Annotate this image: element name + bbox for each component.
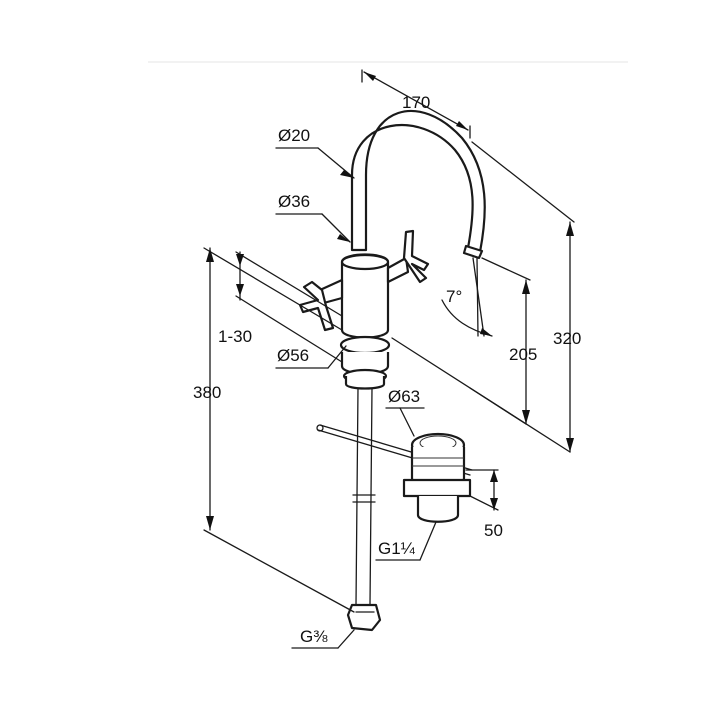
spout-gooseneck: [350, 110, 486, 254]
label-drain-diameter: Ø63: [388, 387, 420, 406]
right-handle: [386, 229, 430, 284]
drain-assembly: [402, 432, 472, 523]
dimension-labels: 170 Ø20 Ø36 7° 1-30 Ø56 Ø63 205 320 380 …: [193, 93, 581, 646]
faucet: [298, 110, 486, 632]
supply-connector: [346, 603, 382, 632]
label-drain-thread: G1¼: [378, 539, 416, 558]
label-body-diameter: Ø36: [278, 192, 310, 211]
dimension-lines: [203, 69, 575, 649]
label-base-diameter: Ø56: [277, 346, 309, 365]
body-top: [340, 253, 390, 271]
supply-hose: [355, 387, 373, 606]
label-drain-length: 50: [484, 521, 503, 540]
label-spout-height: 205: [509, 345, 537, 364]
label-spout-diameter: Ø20: [278, 126, 310, 145]
label-spout-angle: 7°: [446, 287, 462, 306]
label-supply-thread: G⅜: [300, 627, 328, 646]
label-total-height: 320: [553, 329, 581, 348]
label-spout-reach: 170: [402, 93, 430, 112]
label-clamping-range: 1-30: [218, 327, 252, 346]
spout-outlet: [462, 244, 484, 260]
left-handle: [298, 278, 344, 332]
label-hose-length: 380: [193, 383, 221, 402]
base-flange: [339, 335, 391, 355]
